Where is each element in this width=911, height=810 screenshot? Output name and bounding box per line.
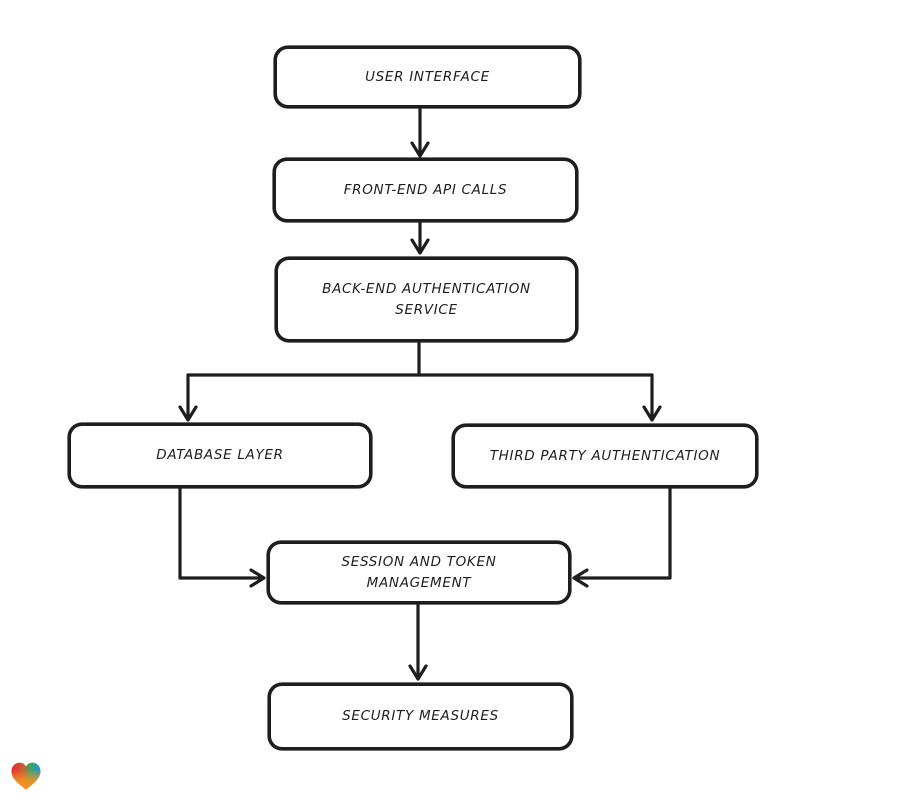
node-front-end-api-calls[interactable]: FRONT-END API CALLS — [273, 158, 578, 222]
edge-third-party-to-session — [572, 487, 672, 588]
edge-session-to-security — [408, 603, 428, 681]
node-label: SECURITY MEASURES — [342, 708, 499, 725]
edge-back-end-branch — [178, 341, 662, 422]
node-label: DATABASE LAYER — [156, 447, 284, 464]
node-session-token-management[interactable]: SESSION AND TOKEN MANAGEMENT — [267, 541, 571, 604]
node-label: SESSION AND TOKEN MANAGEMENT — [341, 553, 497, 591]
edge-front-end-to-back-end — [410, 221, 430, 255]
node-database-layer[interactable]: DATABASE LAYER — [68, 423, 372, 488]
node-user-interface[interactable]: USER INTERFACE — [274, 46, 581, 108]
node-label: BACK-END AUTHENTICATION SERVICE — [322, 280, 531, 318]
node-label: THIRD PARTY AUTHENTICATION — [489, 447, 721, 464]
node-back-end-auth-service[interactable]: BACK-END AUTHENTICATION SERVICE — [275, 257, 578, 342]
node-label: FRONT-END API CALLS — [343, 181, 508, 198]
gradient-heart-icon[interactable] — [9, 759, 43, 793]
edge-database-to-session — [178, 487, 266, 588]
node-label: USER INTERFACE — [365, 68, 490, 85]
edge-user-interface-to-front-end — [410, 107, 430, 158]
node-security-measures[interactable]: SECURITY MEASURES — [268, 683, 573, 750]
node-third-party-authentication[interactable]: THIRD PARTY AUTHENTICATION — [452, 424, 758, 488]
